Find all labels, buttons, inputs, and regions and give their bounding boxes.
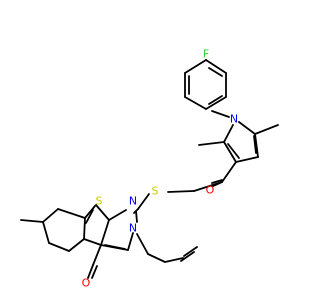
bond — [205, 96, 227, 110]
bond — [57, 208, 86, 219]
atom-label-fluorine: F — [203, 48, 209, 61]
bond — [48, 242, 70, 252]
bond — [136, 233, 149, 255]
atom-label-carbonyl-oxygen: O — [82, 277, 91, 290]
bond — [223, 124, 234, 143]
bond — [84, 205, 96, 219]
bond — [227, 143, 240, 159]
bond — [223, 141, 237, 163]
bond — [127, 232, 134, 251]
bond — [183, 246, 198, 257]
bond — [147, 253, 166, 263]
atom-label-thioether-sulfur: S — [152, 185, 159, 198]
bond — [108, 209, 127, 221]
bond — [104, 244, 126, 250]
bond — [91, 265, 98, 279]
bond — [87, 264, 94, 279]
atom-label-pyrimidine-n1: N — [129, 195, 137, 208]
bond — [184, 96, 207, 110]
bond — [83, 238, 102, 246]
bond — [83, 217, 86, 240]
bond — [135, 210, 138, 223]
bond — [100, 219, 110, 246]
bond — [208, 95, 223, 105]
bond — [20, 219, 44, 223]
bond — [254, 124, 279, 135]
bond — [238, 121, 256, 135]
bond — [253, 135, 257, 154]
bond — [167, 190, 195, 193]
bond — [180, 251, 195, 262]
atom-label-ketone-oxygen: O — [206, 184, 215, 197]
bond — [85, 209, 94, 224]
bond — [164, 257, 184, 263]
bond — [254, 133, 259, 158]
bond — [208, 67, 223, 77]
structure-canvas: F N O S S N N O — [20, 48, 279, 290]
bond — [235, 156, 259, 163]
bond-layer — [20, 59, 279, 279]
bond — [221, 161, 237, 183]
atom-label-pyrimidine-n3: N — [129, 222, 137, 235]
bond — [42, 208, 59, 223]
bond — [68, 238, 85, 252]
bond — [184, 59, 207, 74]
molecule-diagram: F N O S S N N O — [20, 48, 279, 290]
bond — [198, 141, 225, 146]
bond — [211, 110, 230, 118]
bond — [95, 204, 110, 221]
bond — [92, 244, 102, 266]
bond — [205, 59, 227, 74]
bond — [42, 221, 50, 244]
bond — [211, 179, 223, 184]
bond — [193, 181, 223, 192]
atom-label-thiophene-sulfur: S — [96, 195, 103, 208]
atom-label-pyrrole-nitrogen: N — [230, 113, 238, 126]
bond — [137, 193, 150, 210]
